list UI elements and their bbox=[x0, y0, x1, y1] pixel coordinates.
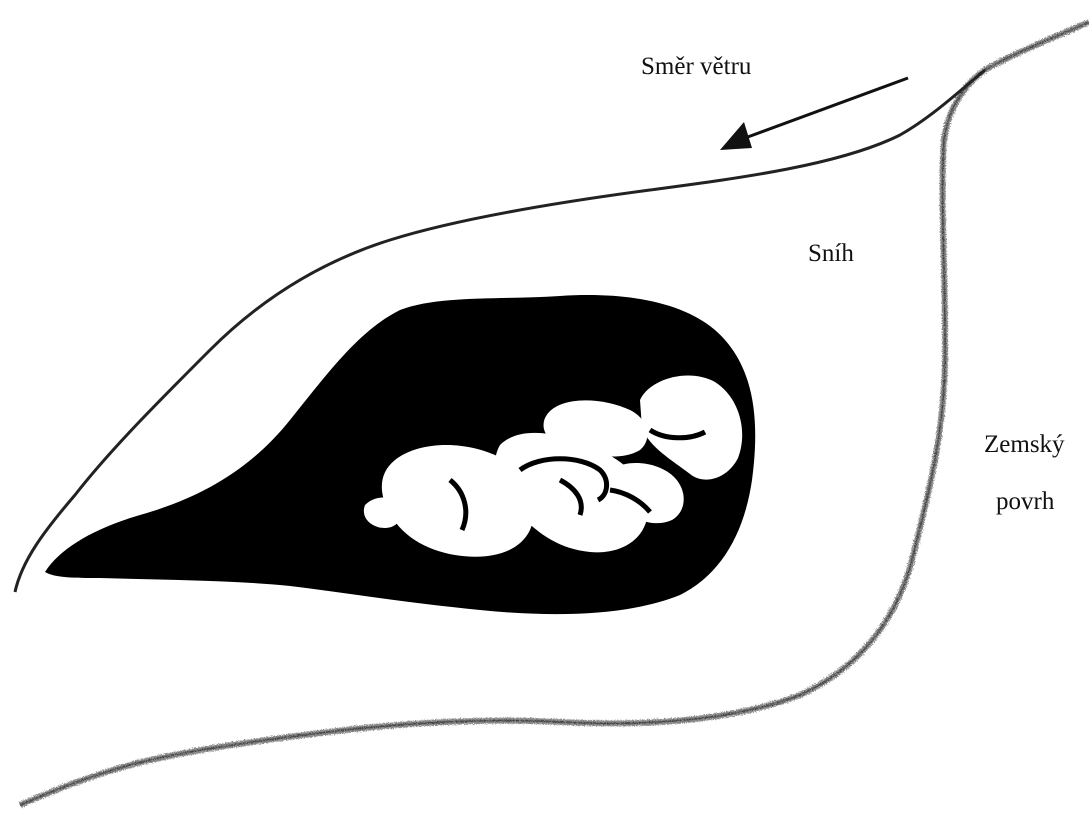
snow-label: Sníh bbox=[808, 241, 854, 266]
wind-direction-label: Směr větru bbox=[641, 54, 751, 79]
snow-cave-cavity bbox=[45, 295, 755, 614]
ground-surface-label-line2: povrh bbox=[996, 489, 1054, 514]
ground-surface-label-line1: Zemský bbox=[984, 432, 1065, 457]
wind-arrow-icon bbox=[720, 78, 908, 150]
